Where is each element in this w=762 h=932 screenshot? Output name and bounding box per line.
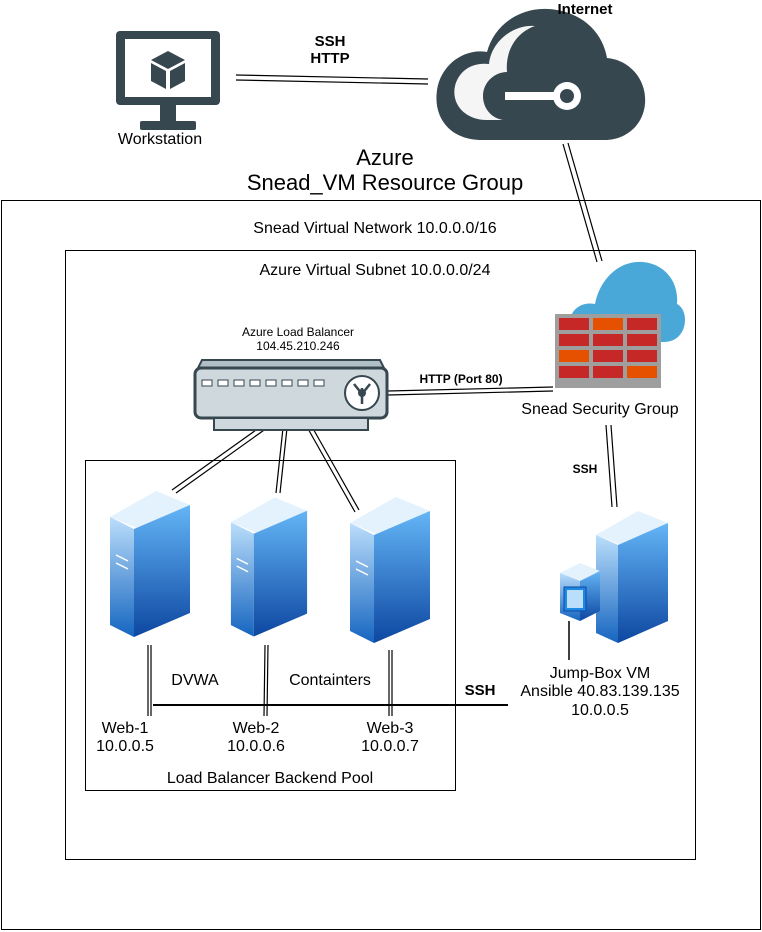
firewall-cloud-icon (553, 258, 686, 391)
subnet-label: Azure Virtual Subnet 10.0.0.0/24 (259, 262, 491, 279)
jumpbox-ip: 10.0.0.5 (571, 701, 629, 719)
web-1-label: Web-1 10.0.0.5 (85, 720, 165, 757)
web-3-label: Web-3 10.0.0.7 (350, 720, 430, 757)
sg-jumpbox-link-b (610, 424, 618, 508)
lb-sg-link-b (387, 390, 554, 396)
web-2-label: Web-2 10.0.0.6 (216, 720, 296, 757)
web-2-server-icon (229, 493, 309, 641)
web-3-name: Web-3 (366, 720, 414, 737)
web-1-ip: 10.0.0.5 (96, 738, 154, 756)
workstation-label: Workstation (117, 131, 203, 148)
vnet-label: Snead Virtual Network 10.0.0.0/16 (253, 220, 497, 237)
backend-pool-box (85, 460, 456, 791)
internet-label: Internet (557, 1, 613, 18)
ws-link-label: SSH HTTP (290, 33, 370, 68)
azure-title-line2: Snead_VM Resource Group (246, 170, 524, 196)
monitor-cube-icon (114, 29, 224, 132)
lb-web2-link-b (279, 427, 288, 494)
lb-web1-link-a (171, 424, 264, 491)
web-2-ip: 10.0.0.6 (227, 738, 285, 756)
resource-group-box (1, 200, 761, 930)
lb-name: Azure Load Balancer (241, 325, 355, 339)
ws-internet-link-b (235, 79, 429, 85)
virtual-network-box (65, 250, 696, 860)
ws-internet-link-a (235, 74, 429, 80)
jumpbox-ansible: Ansible 40.83.139.135 (520, 683, 680, 701)
load-balancer-icon (192, 358, 390, 432)
web-1-name: Web-1 (101, 720, 149, 737)
internet-sg-link-b (567, 142, 603, 262)
azure-title: Azure Snead_VM Resource Group (200, 145, 570, 196)
jumpbox-ssh-label: SSH (464, 682, 496, 699)
lb-ip: 104.45.210.246 (256, 338, 340, 353)
jumpbox-name: Jump-Box VM (549, 665, 651, 682)
lb-web3-link-b (310, 424, 360, 511)
ws-link-http: HTTP (310, 50, 350, 68)
cloud-icon (425, 0, 650, 148)
jumpbox-label: Jump-Box VM Ansible 40.83.139.135 10.0.0… (500, 665, 700, 720)
lb-web3-link-a (306, 426, 356, 513)
lb-web1-link-b (175, 427, 268, 494)
sg-jumpbox-link-a (605, 424, 613, 508)
lb-label: Azure Load Balancer 104.45.210.246 (198, 325, 398, 354)
web-3-server-icon (348, 495, 432, 645)
web-3-ip: 10.0.0.7 (361, 738, 419, 756)
azure-title-line1: Azure (356, 145, 414, 170)
lb-sg-link-label: HTTP (Port 80) (419, 372, 503, 386)
lb-web2-link-a (275, 427, 284, 494)
containers-label: Containters (289, 672, 371, 689)
vm-server-icon (556, 509, 671, 644)
web-2-name: Web-2 (232, 720, 280, 737)
web-1-server-icon (108, 489, 192, 639)
internet-sg-link-a (562, 143, 598, 263)
ws-link-ssh: SSH (314, 33, 346, 50)
lb-sg-link-a (387, 386, 554, 392)
sg-jumpbox-link-label: SSH (572, 462, 598, 476)
dvwa-label: DVWA (171, 672, 219, 689)
backend-pool-label: Load Balancer Backend Pool (166, 770, 374, 787)
sg-label: Snead Security Group (521, 401, 679, 418)
